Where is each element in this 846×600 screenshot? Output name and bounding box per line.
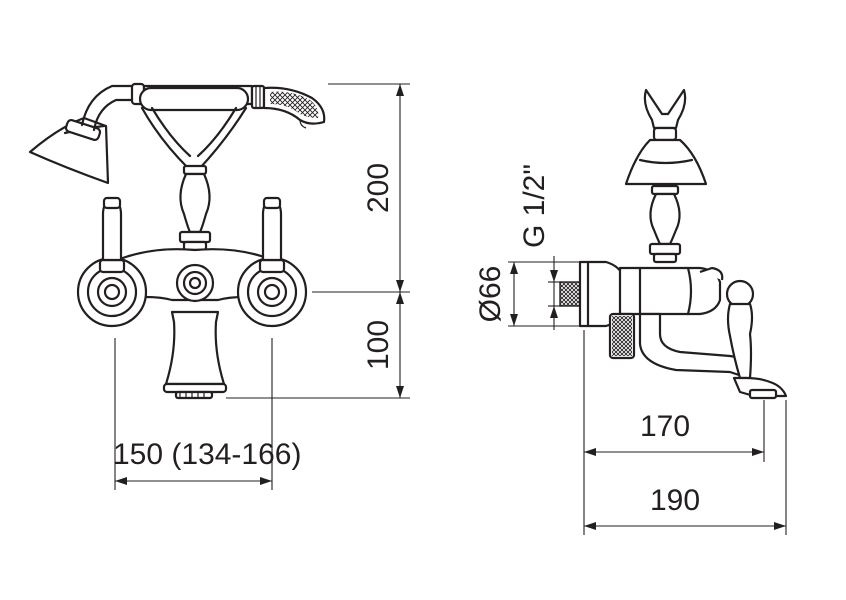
dimension-200: 200 <box>362 163 395 213</box>
side-view <box>559 88 788 400</box>
side-dimensions: Ø66 G 1/2" 170 190 <box>474 164 787 535</box>
dimension-170: 170 <box>640 410 690 443</box>
cradle-arm-left <box>140 106 190 170</box>
front-view <box>28 82 326 400</box>
central-column <box>178 164 212 252</box>
shower-hose-arm <box>80 84 136 127</box>
dimension-100: 100 <box>362 320 395 370</box>
dimension-centres: 150 (134-166) <box>113 438 301 471</box>
dimension-thread: G 1/2" <box>518 164 551 248</box>
shower-head <box>28 116 110 185</box>
front-dimensions: 200 100 150 (134-166) <box>113 83 410 490</box>
cradle-arm-right <box>198 106 248 170</box>
right-valve <box>236 196 308 328</box>
side-body <box>608 266 724 360</box>
dimension-diameter: Ø66 <box>474 266 507 323</box>
dimension-190: 190 <box>650 484 700 517</box>
left-valve <box>76 196 148 328</box>
front-spout-base <box>162 310 228 400</box>
shower-hose-arm-inner <box>92 98 136 132</box>
side-column <box>648 184 682 264</box>
side-spout <box>638 279 788 400</box>
centre-diverter <box>175 263 215 303</box>
handset <box>130 82 326 129</box>
side-lever <box>624 88 708 186</box>
